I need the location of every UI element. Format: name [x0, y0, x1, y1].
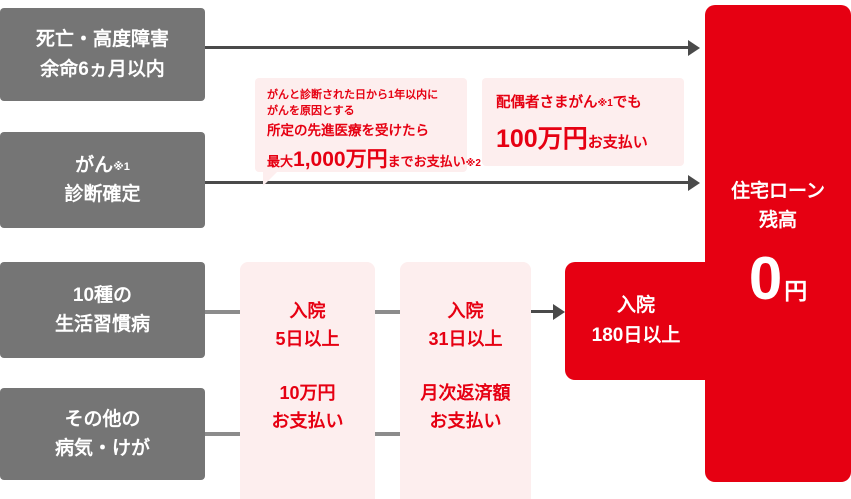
connector-hosp5-to-hosp31-bottom: [375, 432, 400, 436]
box-line: お支払い: [429, 410, 502, 431]
amount-value: 0: [748, 245, 783, 312]
condition-box-other-illness: その他の 病気・けが: [0, 388, 205, 480]
amount-suffix: お支払い: [587, 134, 648, 151]
box-line: 5日以上: [275, 328, 340, 349]
callout-tail: [263, 171, 278, 186]
hospitalization-5days-box: 入院 5日以上 10万円 お支払い: [240, 262, 375, 499]
condition-line: がん※1: [75, 151, 130, 180]
connector-other-to-hosp5: [205, 432, 240, 436]
connector-lifestyle-to-hosp5: [205, 310, 240, 314]
amount-unit: 円: [784, 278, 808, 304]
callout-advanced-medical: がんと診断された日から1年以内に がんを原因とする 所定の先進医療を受けたら 最…: [255, 78, 481, 186]
box-line: 入院: [447, 301, 484, 321]
loan-balance-label: 残高: [758, 209, 797, 231]
arrowhead-icon: [688, 175, 700, 191]
hospitalization-180days-box: 入院 180日以上: [565, 262, 707, 380]
callout-text: 配偶者さまがん: [496, 95, 598, 111]
condition-line: 死亡・高度障害: [35, 29, 169, 51]
footnote-ref: ※1: [597, 98, 613, 109]
condition-box-death: 死亡・高度障害 余命6ヵ月以内: [0, 8, 205, 101]
box-line: 180日以上: [591, 325, 681, 346]
loan-balance-label: 住宅ローン: [730, 181, 826, 202]
connector-hosp5-to-hosp31-top: [375, 310, 400, 314]
condition-line: 生活習慣病: [54, 314, 150, 335]
condition-text: がん: [75, 154, 114, 176]
amount-suffix: までお支払い: [387, 154, 466, 170]
hospitalization-31days-box: 入院 31日以上 月次返済額 お支払い: [400, 262, 531, 499]
condition-line: その他の: [64, 408, 141, 430]
amount-prefix: 最大: [267, 154, 294, 170]
arrow-hosp31-to-hosp180: [531, 310, 553, 313]
callout-text: 所定の先進医療を受けたら: [267, 122, 429, 138]
footnote-ref: ※1: [113, 160, 130, 173]
box-line: 10万円: [279, 382, 336, 403]
footnote-ref: ※2: [465, 158, 481, 170]
condition-line: 余命6ヵ月以内: [40, 58, 165, 80]
box-line: 入院: [616, 294, 655, 316]
condition-line: 診断確定: [64, 184, 141, 205]
callout-spouse-cancer: 配偶者さまがん※1でも 100万円お支払い: [482, 78, 684, 166]
amount-value: 100万円: [496, 125, 588, 153]
arrowhead-icon: [553, 304, 565, 320]
arrowhead-icon: [688, 40, 700, 56]
condition-box-cancer: がん※1 診断確定: [0, 132, 205, 228]
callout-amount-line: 100万円お支払い: [496, 119, 670, 155]
box-line: 入院: [289, 301, 326, 321]
condition-line: 病気・けが: [54, 438, 150, 459]
box-line: 31日以上: [428, 328, 503, 349]
callout-amount-line: 最大1,000万円までお支払い※2: [267, 143, 481, 173]
amount-value: 1,000万円: [293, 148, 388, 172]
callout-text: 配偶者さまがん※1でも: [496, 91, 670, 112]
box-line: お支払い: [271, 410, 344, 431]
callout-text: がんを原因とする: [267, 104, 355, 117]
arrow-death-to-balance: [205, 46, 689, 49]
box-line: 月次返済額: [420, 382, 511, 403]
condition-box-lifestyle-disease: 10種の 生活習慣病: [0, 262, 205, 358]
arrow-cancer-to-balance: [205, 181, 689, 184]
condition-line: 10種の: [72, 284, 133, 306]
callout-text: でも: [612, 95, 642, 111]
callout-text: がんと診断された日から1年以内に: [267, 89, 439, 101]
